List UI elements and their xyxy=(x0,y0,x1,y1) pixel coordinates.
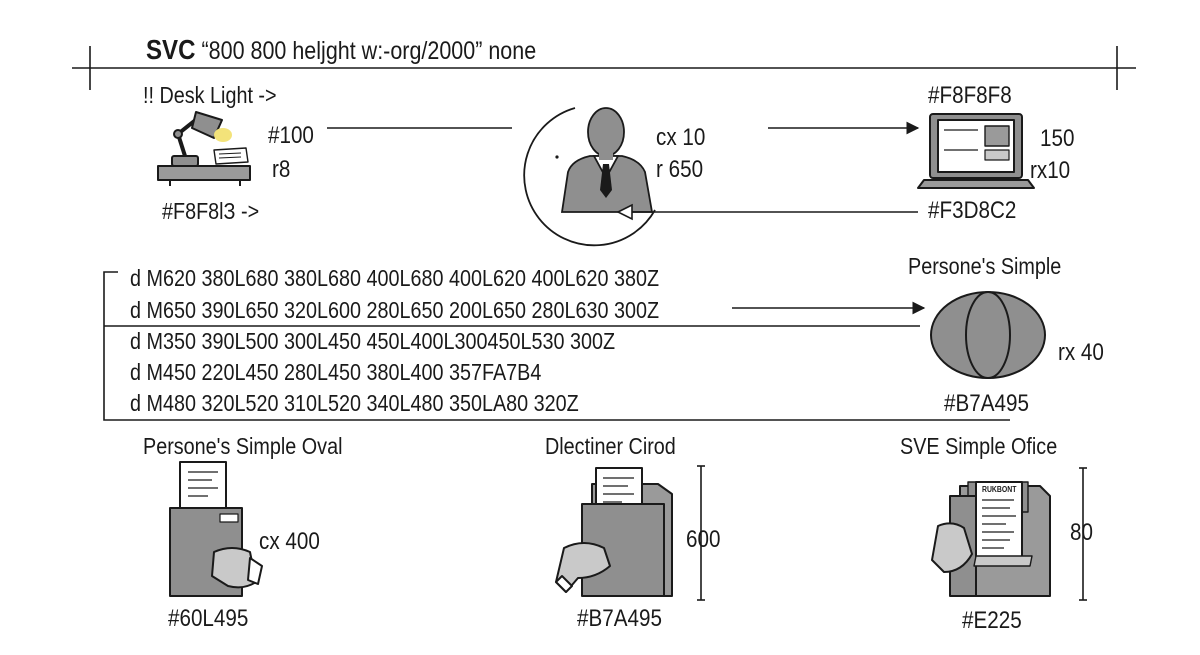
bottom-3-value: 80 xyxy=(1070,519,1093,546)
desk-value-b: r8 xyxy=(272,156,291,183)
dimension-80 xyxy=(1079,467,1087,601)
office-receipt-icon xyxy=(931,481,1051,597)
header-rule xyxy=(72,46,1136,90)
computer-value-a: 150 xyxy=(1040,125,1075,152)
bottom-3-color: #E225 xyxy=(962,607,1022,634)
desk-fill-label: #F8F8lЗ -> xyxy=(162,198,260,224)
bottom-2-title: Dlectiner Cirod xyxy=(545,433,676,459)
folder-receipt-icon xyxy=(555,467,673,597)
connector-computer-person xyxy=(616,203,918,221)
path-line-1: d M620 380L680 380L680 400L680 400L620 4… xyxy=(130,265,660,291)
title-bold: SVC xyxy=(146,34,196,65)
path-line-5: d M480 320L520 310L520 340L480 350LA80 3… xyxy=(130,390,579,416)
computer-color-bottom: #F3D8C2 xyxy=(928,197,1017,224)
computer-color-top: #F8F8F8 xyxy=(928,82,1012,109)
person-value-b: r 650 xyxy=(656,156,704,183)
path-code-bracket xyxy=(103,271,1010,421)
title-rest: “800 800 heljght w:-org/2000” none xyxy=(201,37,537,65)
desk-light-label: !! Desk Light -> xyxy=(143,82,277,108)
bottom-1-value: cx 400 xyxy=(259,528,320,555)
desk-lamp-icon xyxy=(157,111,251,186)
person-icon xyxy=(523,107,656,247)
dimension-600 xyxy=(697,465,705,601)
oval-value: rx 40 xyxy=(1058,339,1104,366)
diagram-title: SVC “800 800 heljght w:-org/2000” none xyxy=(146,36,536,64)
bottom-2-value: 600 xyxy=(686,526,721,553)
bottom-2-color: #B7A495 xyxy=(577,605,662,632)
receipt-heading: RUKBONT xyxy=(982,485,1017,494)
bottom-1-color: #60L495 xyxy=(168,605,249,632)
desk-value-a: #100 xyxy=(268,122,314,149)
computer-icon xyxy=(917,113,1035,189)
bottom-1-title: Persone's Simple Oval xyxy=(143,433,343,459)
computer-value-b: rx10 xyxy=(1030,157,1071,184)
path-line-4: d M450 220L450 280L450 380L400 357FA7B4 xyxy=(130,359,542,385)
path-line-3: d M350 390L500 300L450 450L400L300450L53… xyxy=(130,328,616,354)
folder-hand-icon xyxy=(169,461,263,597)
oval-color: #B7A495 xyxy=(944,390,1029,417)
bottom-3-title: SVE Simple Ofice xyxy=(900,433,1058,459)
path-line-2: d M650 390L650 320L600 280L650 200L650 2… xyxy=(130,297,660,323)
oval-icon xyxy=(930,291,1046,379)
person-value-a: cx 10 xyxy=(656,124,706,151)
oval-title: Persone's Simple xyxy=(908,253,1062,279)
